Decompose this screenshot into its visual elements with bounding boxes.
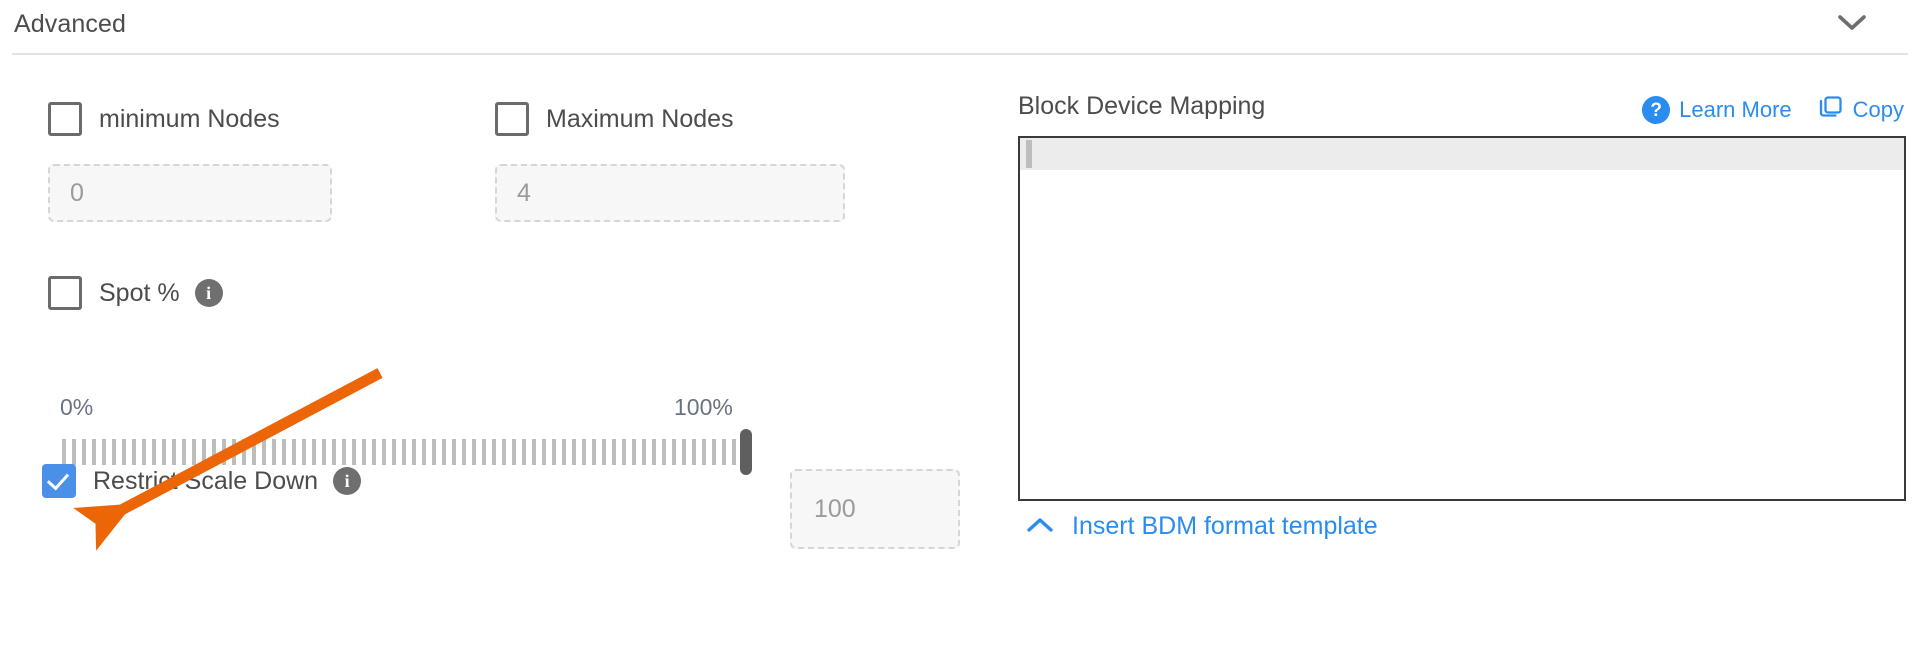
- minimum-nodes-input[interactable]: 0: [48, 164, 332, 222]
- spot-percent-value-input[interactable]: 100: [790, 469, 960, 549]
- chevron-up-icon: [1026, 512, 1054, 541]
- block-device-mapping-editor[interactable]: [1018, 136, 1906, 501]
- checkbox-spot-percent[interactable]: [48, 276, 82, 310]
- slider-max-label: 100%: [674, 394, 733, 420]
- block-device-mapping-actions: ? Learn More Copy: [1642, 94, 1904, 126]
- checkbox-label-minimum-nodes: minimum Nodes: [99, 104, 280, 133]
- insert-bdm-template-label: Insert BDM format template: [1072, 512, 1378, 540]
- slider-thumb[interactable]: [740, 429, 752, 475]
- checkbox-restrict-scale-down[interactable]: [42, 464, 76, 498]
- info-icon-spot-percent[interactable]: i: [194, 279, 223, 307]
- checkbox-label-restrict-scale-down: Restrict Scale Down: [93, 466, 319, 495]
- maximum-nodes-input[interactable]: 4: [495, 164, 845, 222]
- advanced-section-header: Advanced: [0, 0, 1920, 55]
- checkbox-maximum-nodes[interactable]: [495, 102, 529, 136]
- copy-button[interactable]: Copy: [1818, 94, 1904, 126]
- section-collapse-toggle[interactable]: [1832, 8, 1872, 42]
- checkbox-row-maximum-nodes[interactable]: Maximum Nodes: [495, 102, 734, 136]
- checkbox-minimum-nodes[interactable]: [48, 102, 82, 136]
- slider-min-label: 0%: [60, 394, 94, 420]
- checkbox-row-minimum-nodes[interactable]: minimum Nodes: [48, 102, 280, 136]
- editor-cursor-gutter: [1026, 140, 1032, 168]
- block-device-mapping-title: Block Device Mapping: [1018, 92, 1266, 120]
- advanced-left-column: minimum Nodes 0 Maximum Nodes 4 Spot % i…: [0, 54, 960, 656]
- checkbox-label-maximum-nodes: Maximum Nodes: [546, 104, 734, 133]
- checkbox-row-spot-percent[interactable]: Spot % i: [48, 276, 223, 310]
- page-title: Advanced: [14, 10, 126, 38]
- help-question-icon: ?: [1642, 96, 1671, 124]
- learn-more-label: Learn More: [1679, 97, 1792, 122]
- learn-more-link[interactable]: ? Learn More: [1642, 96, 1792, 124]
- editor-active-line: [1020, 138, 1904, 170]
- insert-bdm-template-link[interactable]: Insert BDM format template: [1026, 512, 1378, 541]
- copy-label: Copy: [1852, 97, 1904, 122]
- checkbox-row-restrict-scale-down[interactable]: Restrict Scale Down i: [42, 464, 362, 498]
- info-icon-restrict-scale-down[interactable]: i: [333, 467, 362, 495]
- slider-track[interactable]: [62, 439, 752, 465]
- copy-icon: [1818, 94, 1844, 126]
- header-divider: [12, 53, 1908, 55]
- checkbox-label-spot-percent: Spot %: [99, 278, 180, 307]
- chevron-down-icon: [1837, 14, 1867, 37]
- block-device-mapping-panel: Block Device Mapping ? Learn More Copy: [1018, 54, 1920, 656]
